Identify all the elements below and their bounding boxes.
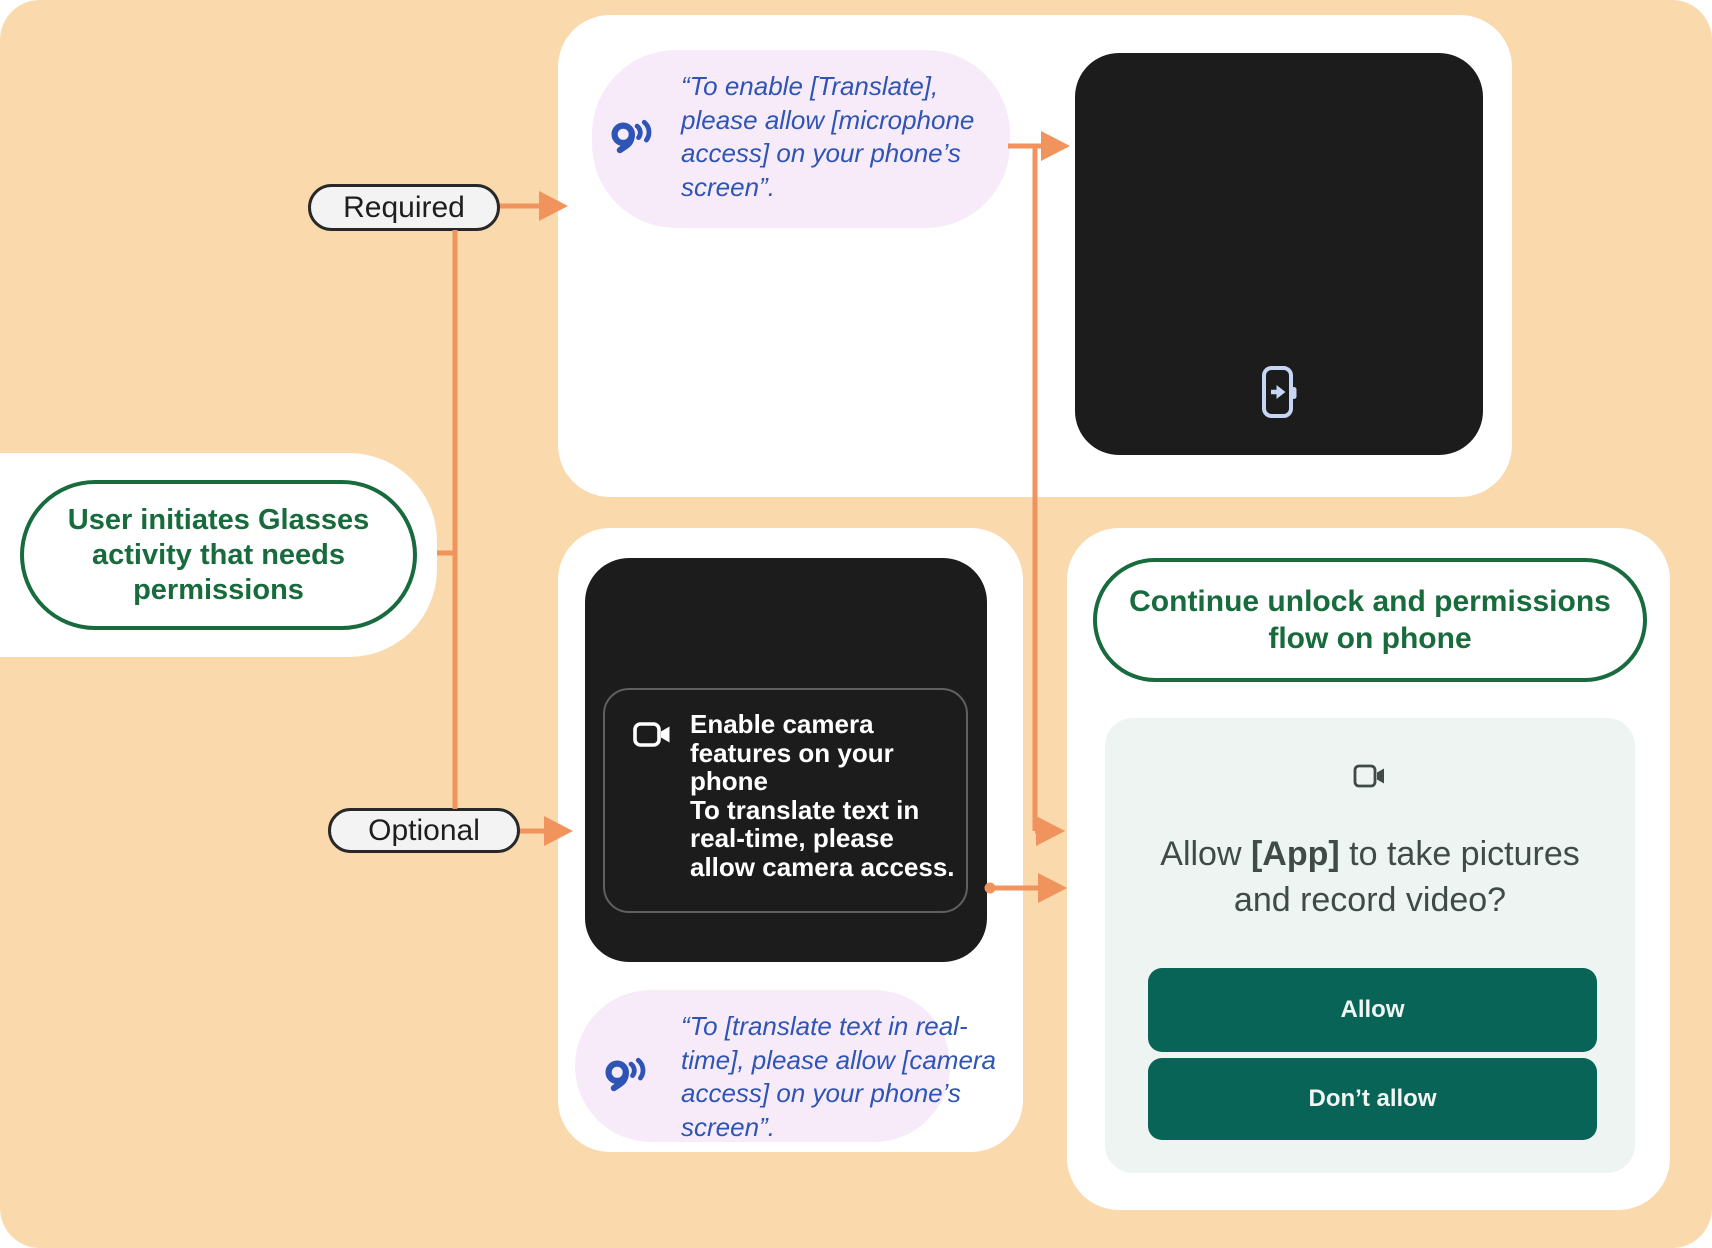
open-on-phone-icon: [1262, 366, 1297, 418]
required-branch-label: Required: [308, 184, 500, 231]
video-camera-icon: [633, 722, 670, 747]
permission-question: Allow [App] to take pictures and record …: [1105, 831, 1635, 923]
dont-allow-button[interactable]: Don’t allow: [1148, 1058, 1597, 1140]
hearing-icon: [605, 1057, 646, 1092]
start-node-line: permissions: [133, 573, 304, 606]
voice-prompt-mic-bubble: [592, 50, 1010, 228]
continue-node-line: flow on phone: [1268, 622, 1472, 655]
continue-on-phone-node: Continue unlock and permissions flow on …: [1093, 558, 1647, 682]
bubble-line: time], please allow [camera: [681, 1044, 997, 1075]
optional-label-text: Optional: [368, 813, 480, 847]
continue-node-line: Continue unlock and permissions: [1129, 585, 1611, 618]
start-node-line: User initiates Glasses: [67, 503, 370, 536]
voice-prompt-camera-text: “To [translate text in real- time], plea…: [681, 1010, 996, 1144]
glasses-prompt-frame: [603, 688, 968, 913]
prompt-line: allow camera access.: [690, 851, 955, 882]
bubble-line: “To enable [Translate],: [681, 71, 939, 101]
allow-button[interactable]: Allow: [1148, 968, 1597, 1052]
bubble-line: screen”.: [681, 1111, 775, 1142]
allow-button-label: Allow: [1340, 996, 1405, 1023]
voice-prompt-camera-bubble: [575, 990, 950, 1142]
question-text: and record video?: [1233, 881, 1507, 919]
prompt-line: Enable camera: [690, 709, 874, 739]
arrowhead: [1038, 873, 1067, 903]
optional-branch-label: Optional: [328, 808, 520, 853]
start-node-line: activity that needs: [91, 538, 346, 571]
arrowhead: [1036, 816, 1065, 846]
bubble-line: screen”.: [681, 171, 775, 202]
app-placeholder: [App]: [1250, 835, 1340, 873]
prompt-line: features on your: [690, 737, 894, 768]
prompt-line: real-time, please: [690, 823, 894, 853]
bubble-line: please allow [microphone: [681, 104, 975, 135]
hearing-icon: [611, 119, 652, 154]
question-text: to take pictures: [1339, 835, 1580, 873]
video-camera-icon: [1353, 764, 1384, 788]
dont-allow-button-label: Don’t allow: [1308, 1085, 1437, 1112]
question-text: Allow: [1160, 835, 1251, 873]
bubble-line: “To [translate text in real-: [681, 1011, 968, 1041]
prompt-line: To translate text in: [690, 794, 920, 825]
bubble-line: access] on your phone’s: [681, 138, 961, 168]
voice-prompt-mic-text: “To enable [Translate], please allow [mi…: [681, 70, 974, 204]
bubble-line: access] on your phone’s: [681, 1078, 961, 1108]
glasses-camera-prompt-text: Enable camera features on your phone To …: [690, 710, 955, 881]
glasses-camera-prompt-screen: [585, 558, 987, 962]
prompt-line: phone: [690, 766, 768, 796]
start-node: User initiates Glasses activity that nee…: [20, 480, 417, 630]
required-label-text: Required: [343, 190, 465, 224]
